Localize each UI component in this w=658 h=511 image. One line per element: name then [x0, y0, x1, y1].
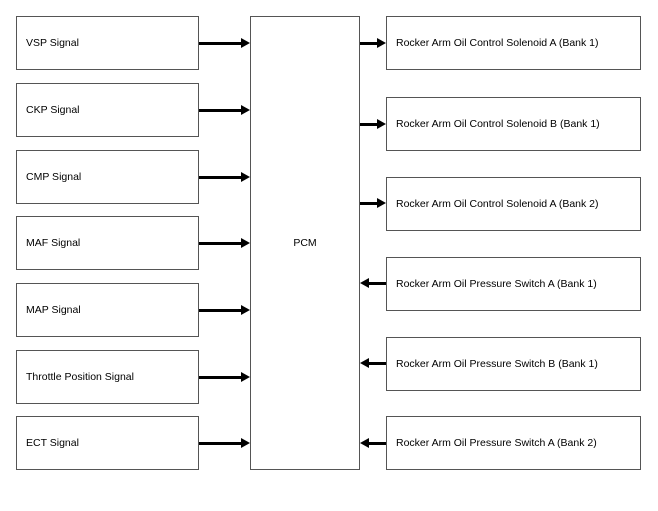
arrow-switch-a-bank1-to-pcm	[360, 277, 386, 289]
arrow-maf-to-pcm	[199, 237, 250, 249]
output-label: Rocker Arm Oil Control Solenoid A (Bank …	[396, 37, 599, 49]
output-box-switch-a-bank2: Rocker Arm Oil Pressure Switch A (Bank 2…	[386, 416, 641, 470]
input-label: Throttle Position Signal	[26, 371, 134, 383]
output-box-solenoid-a-bank1: Rocker Arm Oil Control Solenoid A (Bank …	[386, 16, 641, 70]
input-box-cmp: CMP Signal	[16, 150, 199, 204]
output-box-solenoid-b-bank1: Rocker Arm Oil Control Solenoid B (Bank …	[386, 97, 641, 151]
arrow-ckp-to-pcm	[199, 104, 250, 116]
pcm-label: PCM	[293, 237, 317, 249]
output-box-switch-a-bank1: Rocker Arm Oil Pressure Switch A (Bank 1…	[386, 257, 641, 311]
arrow-ect-to-pcm	[199, 437, 250, 449]
input-box-throttle-position: Throttle Position Signal	[16, 350, 199, 404]
input-label: ECT Signal	[26, 437, 79, 449]
arrow-pcm-to-solenoid-b-bank1	[360, 118, 386, 130]
input-label: CMP Signal	[26, 171, 82, 183]
output-label: Rocker Arm Oil Control Solenoid A (Bank …	[396, 198, 599, 210]
input-label: VSP Signal	[26, 37, 79, 49]
arrow-pcm-to-solenoid-a-bank2	[360, 197, 386, 209]
output-label: Rocker Arm Oil Pressure Switch A (Bank 2…	[396, 437, 597, 449]
output-label: Rocker Arm Oil Pressure Switch A (Bank 1…	[396, 278, 597, 290]
input-box-map: MAP Signal	[16, 283, 199, 337]
arrow-throttle-to-pcm	[199, 371, 250, 383]
input-box-maf: MAF Signal	[16, 216, 199, 270]
arrow-map-to-pcm	[199, 304, 250, 316]
input-label: MAP Signal	[26, 304, 81, 316]
input-box-ckp: CKP Signal	[16, 83, 199, 137]
arrow-switch-b-bank1-to-pcm	[360, 357, 386, 369]
input-label: CKP Signal	[26, 104, 80, 116]
arrow-cmp-to-pcm	[199, 171, 250, 183]
input-box-ect: ECT Signal	[16, 416, 199, 470]
output-label: Rocker Arm Oil Pressure Switch B (Bank 1…	[396, 358, 598, 370]
input-box-vsp: VSP Signal	[16, 16, 199, 70]
arrow-vsp-to-pcm	[199, 37, 250, 49]
output-box-switch-b-bank1: Rocker Arm Oil Pressure Switch B (Bank 1…	[386, 337, 641, 391]
input-label: MAF Signal	[26, 237, 81, 249]
output-box-solenoid-a-bank2: Rocker Arm Oil Control Solenoid A (Bank …	[386, 177, 641, 231]
arrow-pcm-to-solenoid-a-bank1	[360, 37, 386, 49]
arrow-switch-a-bank2-to-pcm	[360, 437, 386, 449]
pcm-box: PCM	[250, 16, 360, 470]
output-label: Rocker Arm Oil Control Solenoid B (Bank …	[396, 118, 600, 130]
